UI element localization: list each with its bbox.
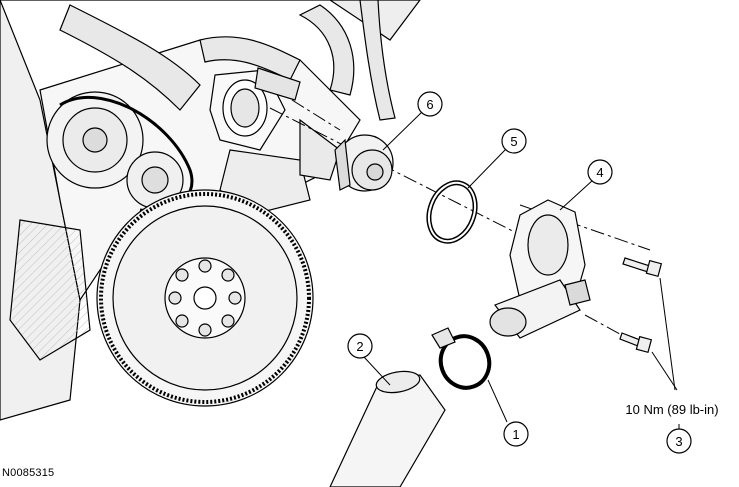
housing-bolts bbox=[619, 257, 663, 354]
thermostat bbox=[334, 134, 394, 192]
svg-text:6: 6 bbox=[426, 97, 433, 112]
callout-2: 2 bbox=[347, 333, 373, 359]
callout-4: 4 bbox=[587, 159, 613, 185]
figure-id: N0085315 bbox=[2, 467, 55, 479]
leader-lines bbox=[363, 110, 680, 430]
svg-text:2: 2 bbox=[356, 339, 363, 354]
callout-6: 6 bbox=[417, 91, 443, 117]
flywheel bbox=[96, 189, 314, 407]
seal bbox=[426, 180, 478, 244]
radiator-hose bbox=[329, 370, 446, 487]
exploded-axis-lines bbox=[269, 99, 651, 346]
svg-text:3: 3 bbox=[675, 434, 682, 449]
hose-clamp bbox=[431, 327, 492, 390]
callout-5: 5 bbox=[501, 128, 527, 154]
callout-3: 3 bbox=[666, 428, 692, 454]
thermostat-housing bbox=[489, 199, 591, 339]
svg-text:1: 1 bbox=[512, 427, 519, 442]
svg-text:5: 5 bbox=[510, 134, 517, 149]
torque-spec-label: 10 Nm (89 lb-in) bbox=[625, 402, 718, 417]
callout-1: 1 bbox=[503, 421, 529, 447]
svg-text:4: 4 bbox=[596, 165, 603, 180]
